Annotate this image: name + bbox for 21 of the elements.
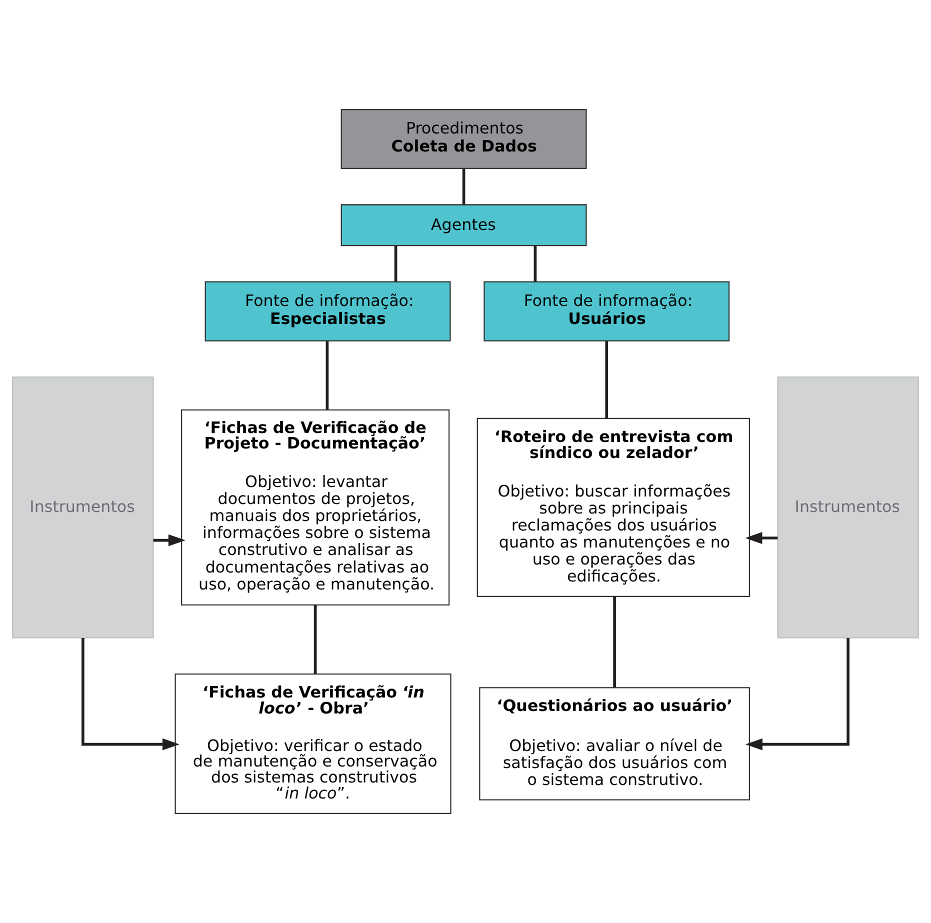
node-box: ‘Questionários ao usuário’ Objetivo: avaliar o nível de satisfação dos usuários com o sistema construtivo. xyxy=(479,687,750,800)
node-box: Instrumentos xyxy=(12,376,154,638)
arrow xyxy=(153,534,186,546)
node-box: ‘Roteiro de entrevista com síndico ou zelador’ Objetivo: buscar informações sobre as principais reclamações dos usuários quanto as manutenções e no uso e operações das edificações. xyxy=(476,418,750,597)
arrow xyxy=(745,638,850,750)
node-box: Agentes xyxy=(340,204,587,246)
connector xyxy=(326,341,329,410)
connector xyxy=(613,596,616,688)
connector xyxy=(534,246,537,282)
connector xyxy=(394,246,398,282)
arrow xyxy=(82,638,180,750)
connector xyxy=(605,341,608,418)
node-box: Fonte de informação: Especialistas xyxy=(204,281,451,342)
node-box: ‘Fichas de Verificação ‘in loco’ - Obra’ Objetivo: verificar o estado de manutenção e conservação dos sistemas construtivos “in loco”. xyxy=(174,673,452,814)
node-box: ‘Fichas de Verificação de Projeto - Documentação’ Objetivo: levantar documentos de projetos, manuais dos proprietários, informações sobre o sistema construtivo e analisar as documentações relativas ao uso, operação e manutenção. xyxy=(180,409,450,606)
node-box: Procedimentos Coleta de Dados xyxy=(340,108,587,170)
connector xyxy=(462,168,466,205)
arrow xyxy=(745,532,778,544)
node-box: Instrumentos xyxy=(777,376,919,638)
node-box: Fonte de informação: Usuários xyxy=(484,281,730,342)
connector xyxy=(314,604,317,674)
